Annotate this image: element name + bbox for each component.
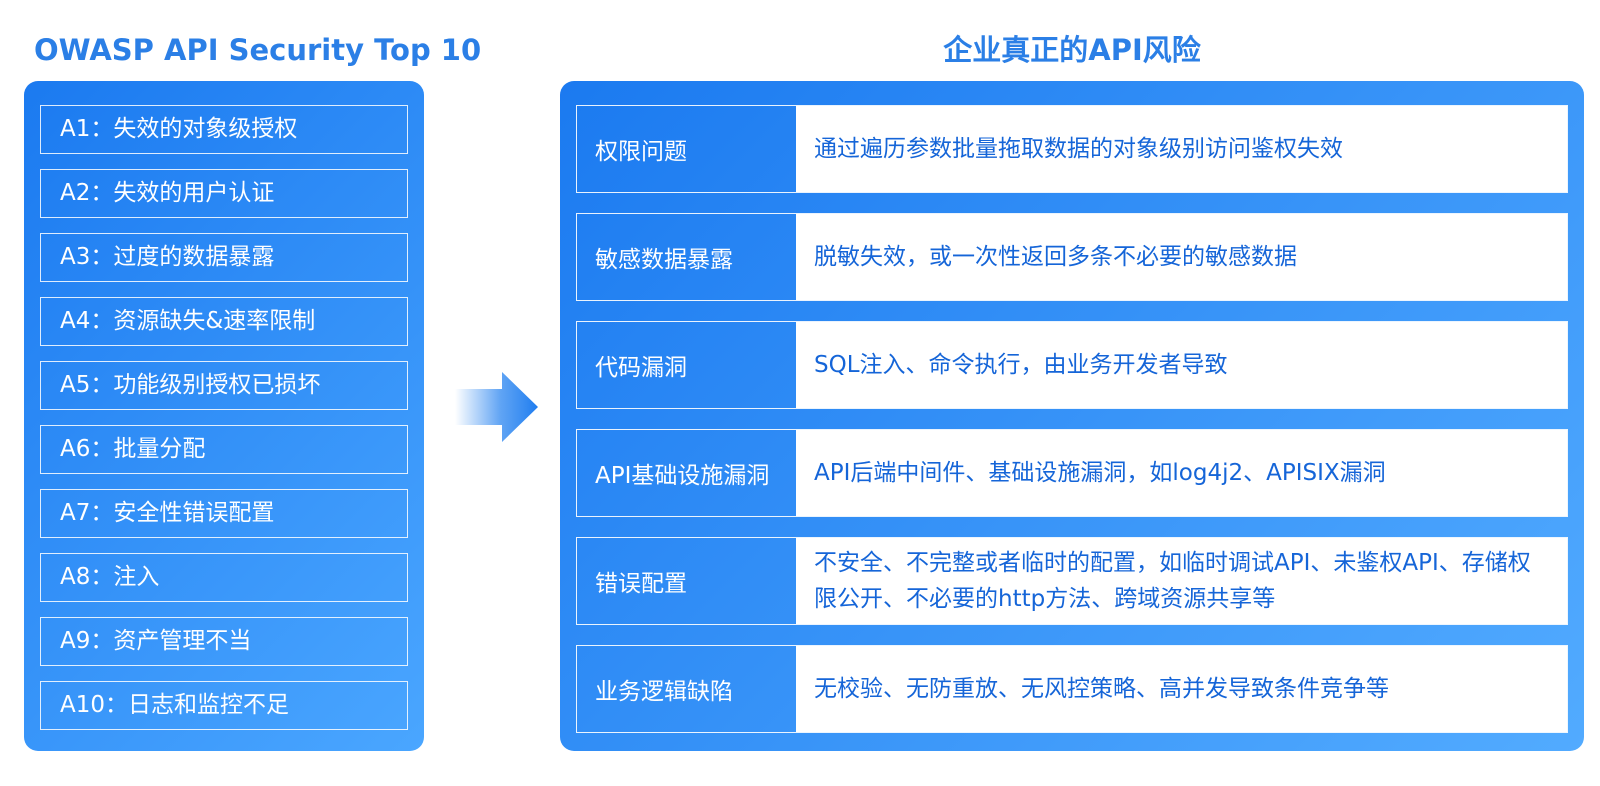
risk-description: 通过遍历参数批量拖取数据的对象级别访问鉴权失效 (796, 106, 1567, 192)
owasp-item-a9: A9：资产管理不当 (40, 617, 408, 666)
owasp-item-a10: A10：日志和监控不足 (40, 681, 408, 730)
risk-category: 代码漏洞 (595, 355, 687, 381)
risk-row: 权限问题 通过遍历参数批量拖取数据的对象级别访问鉴权失效 (576, 105, 1568, 193)
risk-row: 错误配置 不安全、不完整或者临时的配置，如临时调试API、未鉴权API、存储权限… (576, 537, 1568, 625)
owasp-panel: A1：失效的对象级授权 A2：失效的用户认证 A3：过度的数据暴露 A4：资源缺… (24, 81, 424, 751)
owasp-item-a1: A1：失效的对象级授权 (40, 105, 408, 154)
owasp-list: A1：失效的对象级授权 A2：失效的用户认证 A3：过度的数据暴露 A4：资源缺… (40, 105, 408, 730)
risk-category: 敏感数据暴露 (595, 247, 733, 273)
risk-description: 不安全、不完整或者临时的配置，如临时调试API、未鉴权API、存储权限公开、不必… (796, 538, 1567, 624)
risk-description: 无校验、无防重放、无风控策略、高并发导致条件竞争等 (796, 646, 1567, 732)
risk-row: API基础设施漏洞 API后端中间件、基础设施漏洞，如log4j2、APISIX… (576, 429, 1568, 517)
owasp-item-a2: A2：失效的用户认证 (40, 169, 408, 218)
risk-table: 权限问题 通过遍历参数批量拖取数据的对象级别访问鉴权失效 敏感数据暴露 脱敏失效… (576, 105, 1568, 733)
arrow-right-icon (455, 372, 538, 442)
risk-category: API基础设施漏洞 (595, 463, 770, 489)
owasp-title: OWASP API Security Top 10 (34, 33, 482, 67)
enterprise-risk-title: 企业真正的API风险 (943, 33, 1201, 67)
owasp-item-a5: A5：功能级别授权已损坏 (40, 361, 408, 410)
risk-category: 权限问题 (595, 139, 687, 165)
owasp-item-a6: A6：批量分配 (40, 425, 408, 474)
owasp-item-a8: A8：注入 (40, 553, 408, 602)
risk-category: 业务逻辑缺陷 (595, 679, 733, 705)
risk-description: API后端中间件、基础设施漏洞，如log4j2、APISIX漏洞 (796, 430, 1567, 516)
risk-description: 脱敏失效，或一次性返回多条不必要的敏感数据 (796, 214, 1567, 300)
risk-category: 错误配置 (595, 571, 687, 597)
enterprise-risk-panel: 权限问题 通过遍历参数批量拖取数据的对象级别访问鉴权失效 敏感数据暴露 脱敏失效… (560, 81, 1584, 751)
risk-description: SQL注入、命令执行，由业务开发者导致 (796, 322, 1567, 408)
risk-row: 敏感数据暴露 脱敏失效，或一次性返回多条不必要的敏感数据 (576, 213, 1568, 301)
risk-row: 业务逻辑缺陷 无校验、无防重放、无风控策略、高并发导致条件竞争等 (576, 645, 1568, 733)
owasp-item-a3: A3：过度的数据暴露 (40, 233, 408, 282)
owasp-item-a7: A7：安全性错误配置 (40, 489, 408, 538)
owasp-item-a4: A4：资源缺失&速率限制 (40, 297, 408, 346)
risk-row: 代码漏洞 SQL注入、命令执行，由业务开发者导致 (576, 321, 1568, 409)
